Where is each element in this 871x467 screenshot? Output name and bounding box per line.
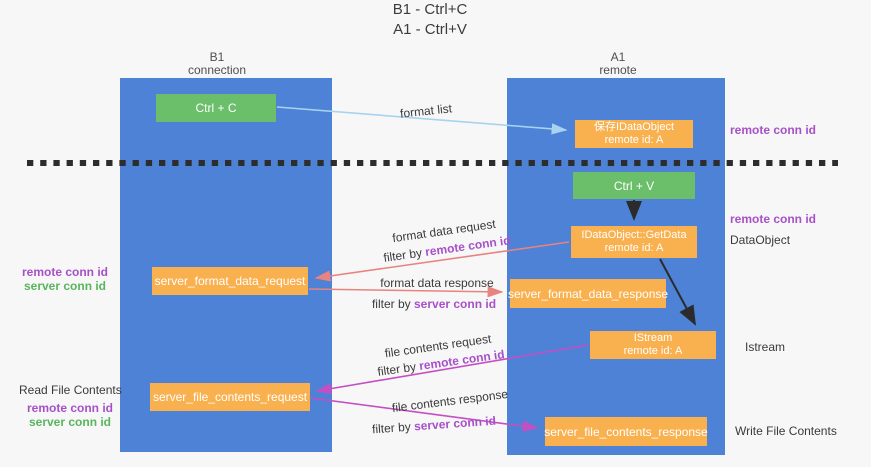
server-file-contents-request-label: server_file_contents_request xyxy=(152,390,308,404)
lane-header-a1: A1 remote xyxy=(548,51,688,77)
file-response-label: file contents response xyxy=(391,386,509,416)
node-server-file-contents-request: server_file_contents_request xyxy=(150,383,310,411)
annotation-dataobject: DataObject xyxy=(730,233,791,247)
annotation-remote-conn-id-top: remote conn id xyxy=(730,123,817,137)
node-idataobject-getdata: IDataObject::GetData remote id: A xyxy=(571,226,697,258)
server-file-contents-response-label: server_file_contents_response xyxy=(544,424,708,439)
ctrl-c-label: Ctrl + C xyxy=(195,101,237,115)
save-dataobject-line2: remote id: A xyxy=(604,134,664,146)
node-save-dataobject: 保存IDataObject remote id: A xyxy=(575,120,693,148)
title-line-1: B1 - Ctrl+C xyxy=(392,1,468,18)
file-remote-conn-id: remote conn id xyxy=(26,401,113,415)
file-response-filter-prefix: filter by xyxy=(371,419,412,437)
server-format-data-request-label: server_format_data_request xyxy=(154,274,306,288)
getdata-line2: remote id: A xyxy=(604,242,664,254)
annotation-istream: Istream xyxy=(745,340,786,354)
file-server-conn-id: server conn id xyxy=(28,415,112,429)
file-response-filter-key: server conn id xyxy=(413,413,497,434)
node-ctrl-v: Ctrl + V xyxy=(573,172,695,199)
title-line-2: A1 - Ctrl+V xyxy=(393,21,467,38)
lane-b1-name: B1 xyxy=(209,50,225,64)
format-server-conn-id: server conn id xyxy=(23,279,107,293)
format-response-filter-key: server conn id xyxy=(414,297,497,311)
getdata-line1: IDataObject::GetData xyxy=(581,229,687,241)
save-dataobject-line1: 保存IDataObject xyxy=(593,121,675,133)
annotation-write-file-contents: Write File Contents xyxy=(735,424,837,438)
ctrl-v-label: Ctrl + V xyxy=(613,178,655,193)
annotation-remote-conn-id-mid: remote conn id xyxy=(730,212,817,226)
istream-line1: IStream xyxy=(633,332,673,344)
annotation-read-file-contents: Read File Contents xyxy=(19,383,122,397)
lane-header-b1: B1 connection xyxy=(147,51,287,77)
format-response-filter-label: filter by server conn id xyxy=(372,297,496,311)
file-request-filter-prefix: filter by xyxy=(376,359,417,379)
server-format-data-response-label: server_format_data_response xyxy=(507,286,669,301)
node-istream: IStream remote id: A xyxy=(590,331,716,359)
node-server-format-data-request: server_format_data_request xyxy=(152,267,308,295)
lane-a1-name: A1 xyxy=(610,50,626,64)
format-list-label: format list xyxy=(399,101,453,121)
file-conn-id-block: Read File Contents remote conn id server… xyxy=(19,383,122,429)
node-server-file-contents-response: server_file_contents_response xyxy=(544,417,708,446)
format-conn-id-block: remote conn id server conn id xyxy=(14,265,116,293)
diagram-title: B1 - Ctrl+C A1 - Ctrl+V xyxy=(0,0,860,40)
format-remote-conn-id: remote conn id xyxy=(21,265,108,279)
istream-line2: remote id: A xyxy=(623,345,683,357)
format-response-label: format data response xyxy=(380,276,494,290)
file-response-filter-label: filter by server conn id xyxy=(372,414,497,437)
lane-b1-role: connection xyxy=(187,63,247,77)
format-request-filter-prefix: filter by xyxy=(382,245,423,265)
format-response-filter-prefix: filter by xyxy=(371,297,411,311)
lane-a1-role: remote xyxy=(599,63,637,77)
node-server-format-data-response: server_format_data_response xyxy=(507,279,669,308)
node-ctrl-c: Ctrl + C xyxy=(156,94,276,122)
